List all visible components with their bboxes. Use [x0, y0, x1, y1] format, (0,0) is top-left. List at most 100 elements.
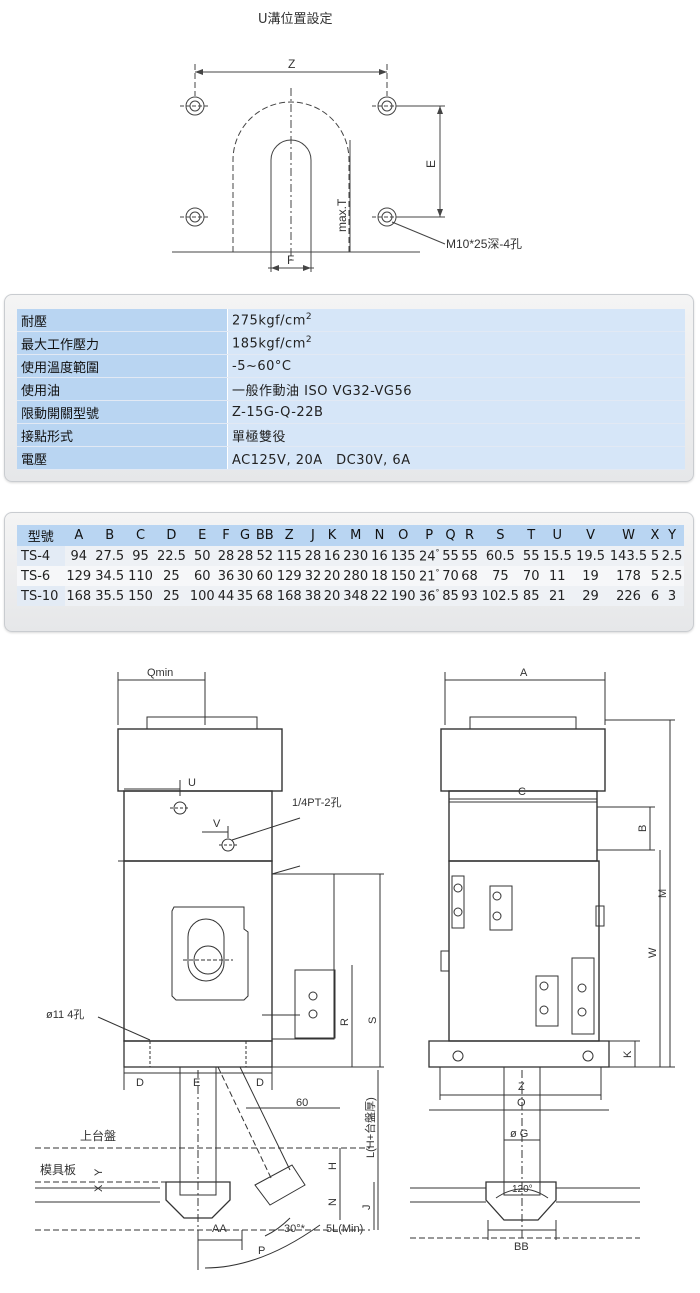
spec-value-text: Z-15G-Q-22B	[232, 404, 324, 420]
label-h: H	[327, 1162, 339, 1170]
dim-value-cell: 168	[274, 586, 304, 606]
dim-value-text: 3	[667, 588, 677, 604]
label-mold-plate: 模具板	[40, 1163, 76, 1177]
dim-value-cell: 35.5	[93, 586, 127, 606]
dim-value-cell: 3	[660, 586, 684, 606]
dim-value-text: 19.5	[576, 548, 606, 564]
dim-header-cell: U	[540, 525, 574, 546]
dim-value-cell: 55	[441, 546, 460, 566]
dim-value-text: 32	[304, 568, 322, 584]
dim-value-text: 2.5	[661, 548, 683, 564]
label-phi11: ø11 4孔	[46, 1008, 84, 1021]
dim-value-cell: 68	[254, 586, 275, 606]
dim-value-cell: 168	[64, 586, 94, 606]
spec-value-text: 185kgf/cm	[232, 336, 306, 352]
dim-value-cell: 100	[188, 586, 217, 606]
label-p: P	[258, 1245, 265, 1257]
dim-value-cell: 15.5	[540, 546, 574, 566]
label-x: X	[93, 1184, 105, 1192]
dim-value-text: 50	[194, 548, 211, 564]
label-z-right: Z	[518, 1081, 525, 1093]
label-5l: 5L(Min)	[326, 1223, 363, 1235]
dim-value-text: 102.5	[481, 588, 519, 604]
dim-value-cell: 16	[322, 546, 342, 566]
dim-value-text: 36	[217, 568, 235, 584]
dim-value-text: 19	[582, 568, 599, 584]
spec-value: 185kgf/cm2	[227, 331, 685, 355]
dim-value-text: 2.5	[661, 568, 683, 584]
dim-value-cell: 16	[369, 546, 389, 566]
dim-value-cell: 21	[540, 586, 574, 606]
dim-value-cell: 60	[254, 566, 275, 586]
dim-value-text: 75	[492, 568, 509, 584]
dim-value-text: 20	[323, 588, 341, 604]
dim-value-cell: 6	[649, 586, 661, 606]
label-j: J	[361, 1205, 373, 1211]
dim-value-text: 85	[522, 588, 540, 604]
dim-value-text: 18	[371, 568, 388, 584]
dim-header-cell: X	[649, 525, 661, 546]
dim-header-cell: V	[573, 525, 608, 546]
dim-value-cell: 28	[303, 546, 323, 566]
dim-value-text: 115	[276, 548, 302, 564]
spec-key: 耐壓	[17, 309, 228, 332]
dim-value-cell: 70	[441, 566, 460, 586]
spec-value-text: -5~60°C	[232, 358, 292, 374]
label-o: O	[517, 1097, 526, 1109]
dim-value-text: 70	[522, 568, 540, 584]
dim-value-text: 35	[236, 588, 254, 604]
spec-value: 275kgf/cm2	[227, 309, 685, 332]
spec-value: 一般作動油 ISO VG32-VG56	[227, 377, 685, 401]
dim-value-text: 5	[650, 568, 660, 584]
label-s: S	[367, 1017, 379, 1024]
dim-value-text: 95	[132, 548, 149, 564]
dim-value-cell: 68	[460, 566, 479, 586]
dim-value-text: 70	[442, 568, 459, 584]
label-c: C	[518, 786, 526, 798]
cylinder-drawing: Qmin U V 1/4PT-2孔 R S ø11 4孔 D E D 60 上台…	[35, 667, 675, 1270]
spec-key: 電壓	[17, 446, 228, 470]
spec-value-text: AC125V, 20A DC30V, 6A	[232, 452, 411, 468]
dim-value-cell: 95	[126, 546, 155, 566]
dim-header-cell: P	[417, 525, 442, 546]
label-y: Y	[93, 1168, 105, 1176]
dim-value-cell: 19.5	[573, 546, 608, 566]
spec-value: Z-15G-Q-22B	[227, 400, 685, 424]
label-l: L(H+台盤厚)	[363, 1097, 377, 1158]
dim-value-text: 348	[343, 588, 369, 604]
dim-header-cell: BB	[254, 525, 275, 546]
dim-value-text: 30	[236, 568, 254, 584]
dim-value-cell: 85	[521, 586, 541, 606]
dim-value-cell: 38	[303, 586, 323, 606]
dim-value-text: 100	[189, 588, 215, 604]
dim-value-cell: 29	[573, 586, 608, 606]
dim-value-text: 60.5	[485, 548, 515, 564]
dim-value-cell: 25	[154, 566, 189, 586]
dim-value-cell: 2.5	[660, 546, 684, 566]
dim-value-cell: 36°	[417, 586, 442, 606]
dim-value-cell: 55	[460, 546, 479, 566]
spec-row: 接點形式單極雙役	[17, 423, 685, 447]
label-e: E	[424, 160, 438, 168]
spec-value-superscript: 2	[305, 311, 313, 322]
dim-value-cell: 25	[154, 586, 189, 606]
label-f: F	[287, 253, 294, 267]
spec-key: 限動開關型號	[17, 400, 228, 424]
spec-value-text: 一般作動油 ISO VG32-VG56	[232, 383, 413, 399]
spec-value: AC125V, 20A DC30V, 6A	[227, 446, 685, 470]
label-u: U	[188, 777, 196, 789]
label-r: R	[339, 1018, 351, 1026]
label-m: M	[657, 889, 669, 898]
dim-value-text: 85	[442, 588, 459, 604]
label-phi-g: ø G	[510, 1128, 528, 1140]
label-holes: M10*25深-4孔	[446, 237, 522, 251]
dim-value-cell: 135	[388, 546, 418, 566]
dim-value-cell: 30	[235, 566, 255, 586]
dim-value-text: 11	[549, 568, 566, 584]
dim-value-cell: 22.5	[154, 546, 189, 566]
